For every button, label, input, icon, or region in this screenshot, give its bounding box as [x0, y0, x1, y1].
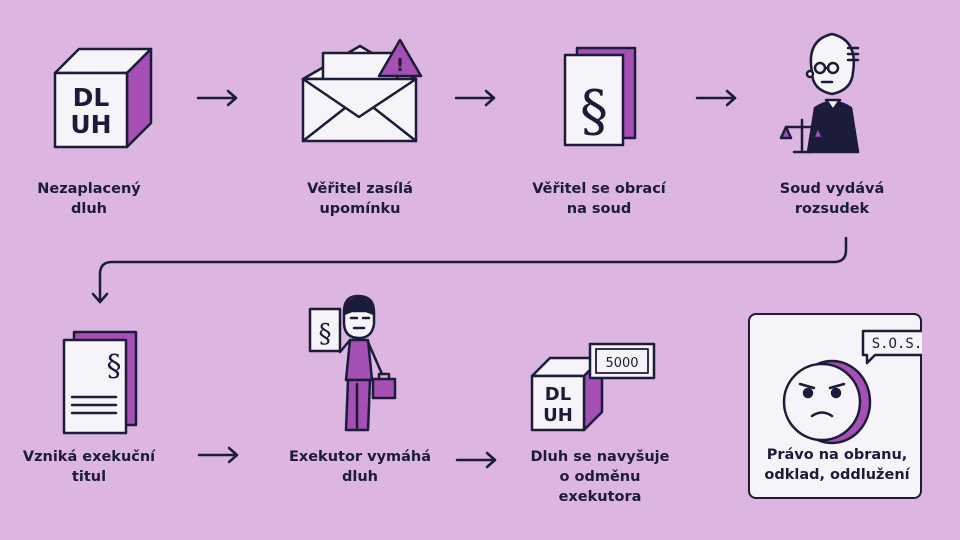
- dluh-logo-text-bottom: UH: [543, 405, 573, 426]
- final-label-rights: Právo na obranu, odklad, oddlužení: [764, 447, 910, 483]
- paragraph-symbol: §: [580, 79, 608, 144]
- sos-text: S.O.S.: [871, 336, 923, 352]
- paragraph-symbol: §: [319, 319, 332, 349]
- step-label-unpaid-debt: Nezaplacený dluh: [37, 181, 141, 217]
- arrow-right-icon: [695, 89, 737, 107]
- arrow-right-icon: [196, 89, 238, 107]
- banknote-amount: 5000: [605, 356, 638, 371]
- paragraph-document-icon: §: [563, 46, 637, 147]
- paragraph-symbol: §: [107, 349, 122, 384]
- step-label-creditor-sends-reminder: Věřitel zasílá upomínku: [307, 181, 413, 217]
- arrow-right-icon: [455, 451, 497, 469]
- dluh-logo-text-bottom: UH: [70, 110, 111, 139]
- envelope-warning-icon: !: [301, 38, 423, 143]
- step-label-creditor-goes-to-court: Věřitel se obrací na soud: [532, 181, 666, 217]
- sos-speech-bubble: [861, 329, 922, 364]
- step-label-debt-increases: Dluh se navyšuje o odměnu exekutora: [530, 449, 670, 505]
- dluh-cube-banknote-icon: DL UH 5000: [530, 342, 656, 432]
- step-label-enforcement-title: Vzniká exekuční titul: [22, 449, 156, 485]
- rights-card: S.O.S. Právo na obranu, odklad, oddlužen…: [748, 313, 922, 499]
- step-label-court-issues-judgment: Soud vydává rozsudek: [779, 181, 885, 217]
- sad-coin-icon: [782, 359, 871, 444]
- dluh-logo-text-top: DL: [545, 384, 571, 405]
- step-label-bailiff-collects: Exekutor vymáhá dluh: [288, 449, 432, 485]
- bailiff-icon: §: [308, 294, 397, 432]
- arrow-right-icon: [454, 89, 496, 107]
- dluh-cube-icon: DL UH: [53, 47, 153, 149]
- warning-badge: !: [396, 55, 404, 76]
- connector-arrow-icon: [91, 236, 848, 304]
- dluh-logo-text-top: DL: [73, 83, 110, 112]
- enforcement-title-document-icon: §: [62, 330, 138, 435]
- arrow-right-icon: [197, 446, 239, 464]
- judge-icon: [779, 32, 860, 154]
